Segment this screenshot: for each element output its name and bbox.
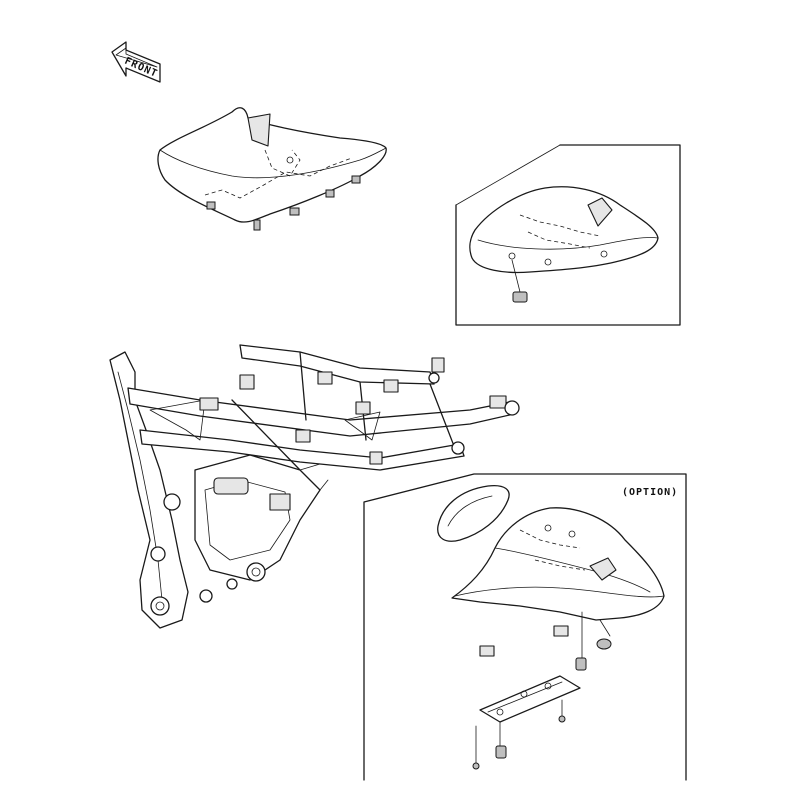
front-arrow-icon: FRONT (111, 41, 161, 83)
passenger-seat (469, 186, 659, 303)
rider-seat (157, 107, 387, 231)
seat-cowl (451, 507, 665, 663)
option-box: (OPTION) (363, 473, 687, 781)
frame (109, 344, 520, 629)
option-label: (OPTION) (622, 487, 678, 498)
mounting-parts (472, 625, 612, 770)
cowl-pad (437, 484, 510, 542)
passenger-seat-box (455, 144, 681, 326)
